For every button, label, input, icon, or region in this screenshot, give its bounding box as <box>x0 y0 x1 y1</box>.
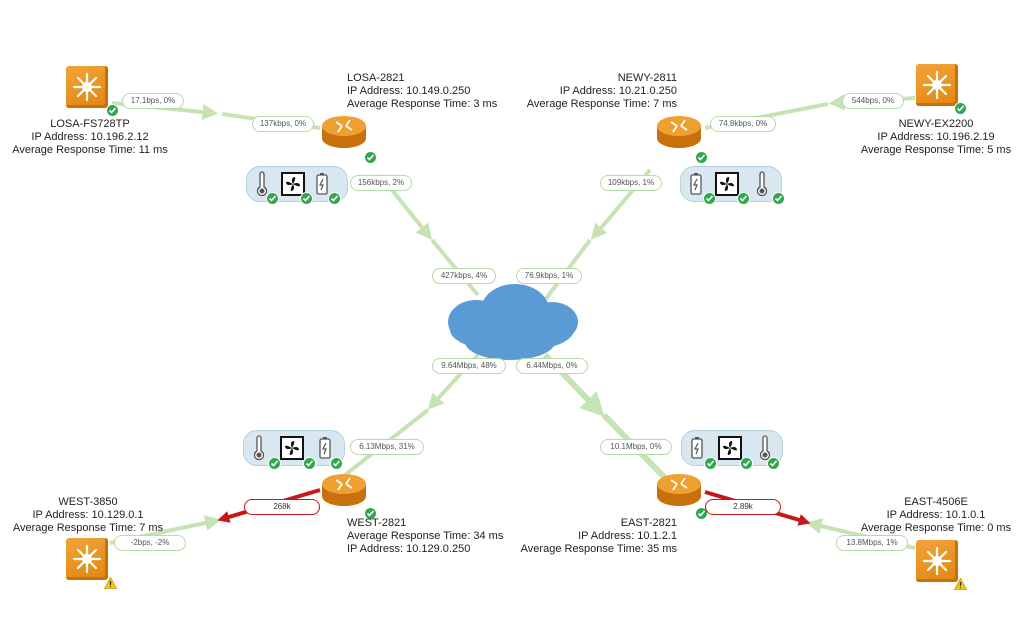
link-label-alert[interactable]: 2.89k <box>705 499 781 515</box>
link-label[interactable]: 427kbps, 4% <box>432 268 496 284</box>
sensor-panel-newy[interactable] <box>680 166 782 202</box>
node-response: Average Response Time: 34 ms <box>347 530 504 542</box>
node-label-west-2821[interactable]: WEST-2821 Average Response Time: 34 ms I… <box>347 517 503 556</box>
router-icon[interactable] <box>320 114 368 150</box>
fan-icon <box>718 436 742 460</box>
link-label[interactable]: 17.1bps, 0% <box>122 93 184 109</box>
link-label[interactable]: 6.44Mbps, 0% <box>516 358 588 374</box>
status-ok-icon <box>740 457 753 470</box>
node-name: EAST-4506E <box>904 496 968 508</box>
router-icon[interactable] <box>320 472 368 508</box>
fan-icon <box>281 172 305 196</box>
status-ok-icon <box>303 457 316 470</box>
link-label[interactable]: 156kbps, 2% <box>350 175 412 191</box>
node-label-newy-ex2200[interactable]: NEWY-EX2200 IP Address: 10.196.2.19 Aver… <box>856 118 1016 157</box>
status-ok-icon <box>364 151 377 164</box>
link-label[interactable]: 76.9kbps, 1% <box>516 268 582 284</box>
fan-icon <box>280 436 304 460</box>
fan-icon <box>715 172 739 196</box>
sensor-panel-west[interactable] <box>243 430 345 466</box>
link-label[interactable]: 137kbps, 0% <box>252 116 314 132</box>
status-ok-icon <box>954 102 967 115</box>
node-label-losa-fs728tp[interactable]: LOSA-FS728TP IP Address: 10.196.2.12 Ave… <box>10 118 170 157</box>
status-ok-icon <box>772 192 785 205</box>
status-ok-icon <box>703 192 716 205</box>
link-label-alert[interactable]: 268k <box>244 499 320 515</box>
sensor-panel-east[interactable] <box>681 430 783 466</box>
node-response: Average Response Time: 35 ms <box>520 543 677 555</box>
link-label[interactable]: 74.8kbps, 0% <box>710 116 776 132</box>
node-ip: IP Address: 10.129.0.250 <box>347 543 471 555</box>
status-ok-icon <box>695 151 708 164</box>
link-label[interactable]: -2bps, -2% <box>114 535 186 551</box>
link-cloud-to-losa <box>430 238 480 297</box>
status-ok-icon <box>266 192 279 205</box>
warning-icon <box>954 578 967 590</box>
router-icon[interactable] <box>655 114 703 150</box>
status-ok-icon <box>268 457 281 470</box>
router-icon[interactable] <box>655 472 703 508</box>
node-response: Average Response Time: 5 ms <box>860 144 1012 156</box>
node-name: WEST-3850 <box>58 496 118 508</box>
battery-icon <box>316 173 328 195</box>
node-label-west-3850[interactable]: WEST-3850 IP Address: 10.129.0.1 Average… <box>8 496 168 535</box>
status-ok-icon <box>737 192 750 205</box>
thermometer-icon <box>256 171 268 197</box>
node-name: WEST-2821 <box>347 517 407 529</box>
link-label[interactable]: 544bps, 0% <box>842 93 904 109</box>
status-ok-icon <box>364 507 377 520</box>
sensor-panel-losa[interactable] <box>246 166 348 202</box>
switch-icon[interactable] <box>66 538 108 580</box>
node-ip: IP Address: 10.21.0.250 <box>559 85 677 97</box>
node-name: LOSA-FS728TP <box>50 118 130 130</box>
node-ip: IP Address: 10.196.2.12 <box>31 131 149 143</box>
cloud-icon <box>448 284 578 360</box>
switch-icon[interactable] <box>916 64 958 106</box>
link-label[interactable]: 6.13Mbps, 31% <box>350 439 424 455</box>
node-name: EAST-2821 <box>620 517 677 529</box>
warning-icon <box>104 577 117 589</box>
status-ok-icon <box>767 457 780 470</box>
node-label-east-4506e[interactable]: EAST-4506E IP Address: 10.1.0.1 Average … <box>856 496 1016 535</box>
link-label[interactable]: 13.8Mbps, 1% <box>836 535 908 551</box>
node-ip: IP Address: 10.196.2.19 <box>877 131 995 143</box>
status-ok-icon <box>704 457 717 470</box>
node-response: Average Response Time: 0 ms <box>860 522 1012 534</box>
node-label-losa-2821[interactable]: LOSA-2821 IP Address: 10.149.0.250 Avera… <box>347 72 497 111</box>
node-ip: IP Address: 10.129.0.1 <box>32 509 144 521</box>
node-name: LOSA-2821 <box>347 72 405 84</box>
node-response: Average Response Time: 11 ms <box>12 144 168 156</box>
battery-icon <box>691 437 703 459</box>
node-response: Average Response Time: 7 ms <box>526 98 677 110</box>
node-name: NEWY-2811 <box>617 72 677 84</box>
thermometer-icon <box>253 435 265 461</box>
status-ok-icon <box>328 192 341 205</box>
node-name: NEWY-EX2200 <box>898 118 974 130</box>
node-label-newy-2811[interactable]: NEWY-2811 IP Address: 10.21.0.250 Averag… <box>527 72 677 111</box>
switch-icon[interactable] <box>916 540 958 582</box>
link-label[interactable]: 10.1Mbps, 0% <box>600 439 672 455</box>
status-ok-icon <box>300 192 313 205</box>
link-label[interactable]: 109kbps, 1% <box>600 175 662 191</box>
node-response: Average Response Time: 3 ms <box>347 98 498 110</box>
battery-icon <box>690 173 702 195</box>
thermometer-icon <box>756 171 768 197</box>
status-ok-icon <box>330 457 343 470</box>
status-ok-icon <box>106 104 119 117</box>
node-ip: IP Address: 10.1.0.1 <box>886 509 986 521</box>
node-label-east-2821[interactable]: EAST-2821 IP Address: 10.1.2.1 Average R… <box>521 517 677 556</box>
thermometer-icon <box>759 435 771 461</box>
node-ip: IP Address: 10.149.0.250 <box>347 85 471 97</box>
node-ip: IP Address: 10.1.2.1 <box>578 530 677 542</box>
switch-icon[interactable] <box>66 66 108 108</box>
battery-icon <box>319 437 331 459</box>
node-response: Average Response Time: 7 ms <box>12 522 164 534</box>
link-label[interactable]: 9.64Mbps, 48% <box>432 358 506 374</box>
